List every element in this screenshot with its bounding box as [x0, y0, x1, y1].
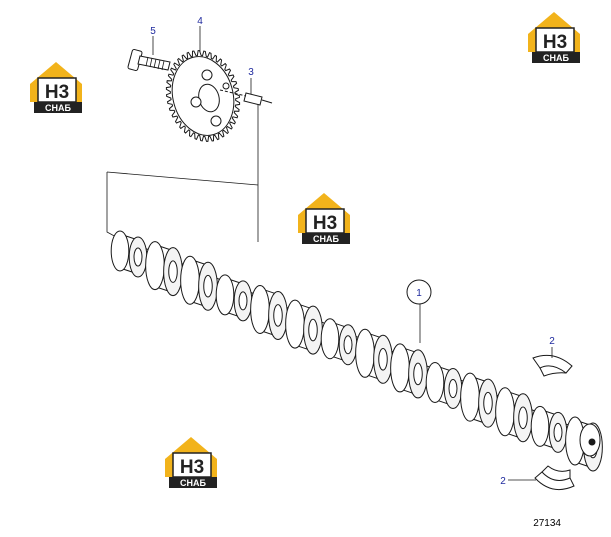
- callout-2-upper: 2: [549, 336, 555, 358]
- camshaft-lobe: [180, 255, 218, 311]
- camshaft-lobe: [250, 284, 288, 340]
- camshaft-lobe: [495, 387, 533, 443]
- callout-3-number: 3: [248, 67, 254, 78]
- bearing-shell-upper: [532, 354, 573, 377]
- logo-caption: CHAБ: [180, 478, 206, 488]
- callout-3: 3: [248, 67, 254, 94]
- logo-caption: CHAБ: [543, 53, 569, 63]
- camshaft: [110, 230, 603, 472]
- callout-1: 1: [406, 279, 432, 343]
- callout-5-number: 5: [150, 26, 156, 37]
- bolt: [127, 48, 171, 72]
- dowel-pin: [219, 89, 273, 106]
- camshaft-lobe: [355, 328, 393, 384]
- camshaft-lobe: [285, 299, 323, 355]
- logo-letters: H3: [180, 457, 204, 478]
- camshaft-journal: [215, 274, 253, 322]
- callout-4: 4: [197, 16, 203, 52]
- logo-caption: CHAБ: [313, 234, 339, 244]
- callout-1-number: 1: [416, 288, 422, 299]
- camshaft-gear: [165, 50, 241, 142]
- logo-letters: H3: [313, 213, 337, 234]
- callout-5: 5: [150, 26, 156, 55]
- figure-number: 27134: [533, 518, 561, 529]
- camshaft-lobe: [390, 343, 428, 399]
- callout-2-upper-number: 2: [549, 336, 555, 347]
- bearing-shell-lower: [534, 465, 575, 491]
- callout-2-lower: 2: [500, 476, 536, 487]
- camshaft-journal: [110, 230, 148, 278]
- camshaft-end-bore: [588, 438, 596, 446]
- camshaft-lobe: [145, 241, 183, 297]
- camshaft-journal: [425, 362, 463, 410]
- logo-caption: CHAБ: [45, 103, 71, 113]
- logo-letters: H3: [45, 82, 69, 103]
- callout-2-lower-number: 2: [500, 476, 506, 487]
- callout-4-number: 4: [197, 16, 203, 27]
- camshaft-lobe: [460, 372, 498, 428]
- camshaft-journal: [320, 318, 358, 366]
- camshaft-journal: [530, 405, 568, 453]
- logo-letters: H3: [543, 32, 567, 53]
